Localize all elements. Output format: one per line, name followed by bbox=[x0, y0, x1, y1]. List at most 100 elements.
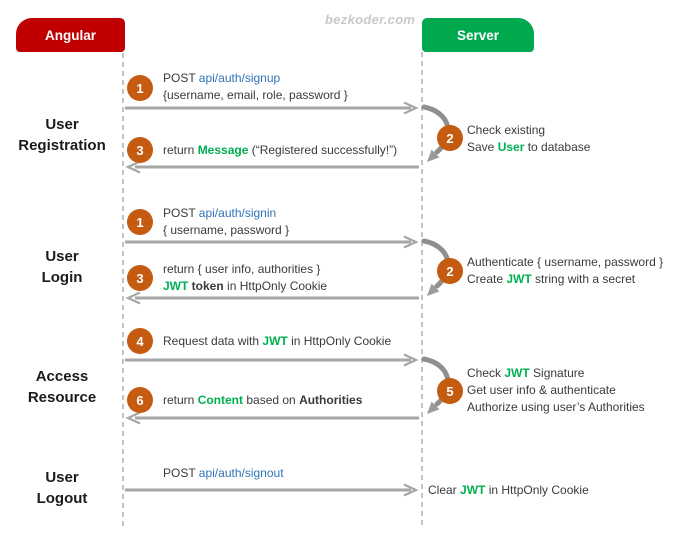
step-badge: 3 bbox=[127, 265, 153, 291]
text-segment: based on bbox=[243, 393, 300, 407]
section-label-line: Login bbox=[41, 269, 83, 286]
lifeline-server bbox=[421, 52, 423, 526]
text-segment: JWT bbox=[163, 279, 189, 293]
section-label-user-registration: User Registration bbox=[4, 114, 120, 156]
message-logout-server: Clear JWT in HttpOnly Cookie bbox=[428, 482, 589, 499]
message-line: POST api/auth/signin bbox=[163, 205, 289, 222]
text-segment: in HttpOnly Cookie bbox=[287, 334, 392, 348]
message-access-request: Request data with JWT in HttpOnly Cookie bbox=[163, 333, 391, 350]
text-segment: return bbox=[163, 393, 198, 407]
step-badge: 5 bbox=[437, 378, 463, 404]
message-line: POST api/auth/signup bbox=[163, 70, 348, 87]
step-badge: 4 bbox=[127, 328, 153, 354]
text-segment: Create bbox=[467, 272, 507, 286]
text-segment: Message bbox=[197, 143, 249, 157]
message-line: Check existing bbox=[467, 122, 590, 139]
arrow-left-icon bbox=[125, 411, 419, 425]
message-line: {username, email, role, password } bbox=[163, 87, 348, 104]
message-line: Get user info & authenticate bbox=[467, 382, 645, 399]
arrow-right-icon bbox=[125, 483, 419, 497]
arrow-left-icon bbox=[125, 160, 419, 174]
message-line: { username, password } bbox=[163, 222, 289, 239]
message-reg-request: POST api/auth/signup {username, email, r… bbox=[163, 70, 348, 104]
arrow-right-icon bbox=[125, 235, 419, 249]
text-segment: to database bbox=[524, 140, 591, 154]
section-label-line: Resource bbox=[27, 389, 97, 406]
text-segment: string with a secret bbox=[531, 272, 636, 286]
lifeline-angular bbox=[122, 53, 124, 526]
text-segment: Clear bbox=[428, 483, 461, 497]
text-segment: in HttpOnly Cookie bbox=[223, 279, 328, 293]
message-line: Authenticate { username, password } bbox=[467, 254, 663, 271]
text-segment: return { user info, authorities } bbox=[163, 262, 321, 276]
message-login-request: POST api/auth/signin { username, passwor… bbox=[163, 205, 289, 239]
text-segment: JWT bbox=[506, 272, 532, 286]
text-segment: api/auth/signout bbox=[198, 466, 284, 480]
text-segment: api/auth/signup bbox=[198, 71, 281, 85]
message-line: Create JWT string with a secret bbox=[467, 271, 663, 288]
text-segment: Authenticate { username, password } bbox=[467, 255, 664, 269]
message-access-response: return Content based on Authorities bbox=[163, 392, 362, 409]
text-segment: JWT bbox=[262, 334, 288, 348]
text-segment: POST bbox=[163, 206, 199, 220]
message-line: Clear JWT in HttpOnly Cookie bbox=[428, 482, 589, 499]
text-segment: Signature bbox=[529, 366, 585, 380]
arrow-left-icon bbox=[125, 291, 419, 305]
section-label-line: Logout bbox=[36, 490, 88, 507]
message-line: Save User to database bbox=[467, 139, 590, 156]
message-line: return Message (“Registered successfully… bbox=[163, 142, 397, 159]
message-reg-server: Check existing Save User to database bbox=[467, 122, 590, 156]
actor-label-server: Server bbox=[456, 27, 500, 43]
actor-box-server: Server bbox=[422, 18, 534, 52]
arrow-right-icon bbox=[125, 353, 419, 367]
text-segment: JWT bbox=[504, 366, 530, 380]
message-line: return Content based on Authorities bbox=[163, 392, 362, 409]
section-label-user-login: User Login bbox=[4, 246, 120, 288]
section-label-line: User bbox=[45, 469, 79, 486]
message-line: Check JWT Signature bbox=[467, 365, 645, 382]
section-label-line: Registration bbox=[18, 137, 106, 154]
text-segment: Authorize using user’s Authorities bbox=[467, 400, 645, 414]
message-line: POST api/auth/signout bbox=[163, 465, 284, 482]
step-badge: 2 bbox=[437, 125, 463, 151]
text-segment: POST bbox=[163, 466, 199, 480]
text-segment: return bbox=[163, 143, 198, 157]
section-label-access-resource: Access Resource bbox=[4, 366, 120, 408]
message-line: Request data with JWT in HttpOnly Cookie bbox=[163, 333, 391, 350]
message-line: Authorize using user’s Authorities bbox=[467, 399, 645, 416]
section-label-line: User bbox=[45, 116, 79, 133]
message-access-server: Check JWT Signature Get user info & auth… bbox=[467, 365, 645, 416]
section-label-line: Access bbox=[35, 368, 89, 385]
text-segment: { username, password } bbox=[163, 223, 290, 237]
text-segment: Content bbox=[197, 393, 244, 407]
text-segment: (“Registered successfully!”) bbox=[248, 143, 398, 157]
actor-label-angular: Angular bbox=[44, 27, 96, 43]
text-segment: Request data with bbox=[163, 334, 263, 348]
arrow-right-icon bbox=[125, 101, 419, 115]
message-logout-request: POST api/auth/signout bbox=[163, 465, 284, 482]
text-segment: POST bbox=[163, 71, 199, 85]
step-badge: 2 bbox=[437, 258, 463, 284]
text-segment: Get user info & authenticate bbox=[467, 383, 616, 397]
text-segment: in HttpOnly Cookie bbox=[485, 483, 589, 497]
actor-box-angular: Angular bbox=[16, 18, 125, 52]
step-badge: 1 bbox=[127, 75, 153, 101]
text-segment: JWT bbox=[460, 483, 486, 497]
message-login-response: return { user info, authorities } JWT to… bbox=[163, 261, 327, 295]
section-label-user-logout: User Logout bbox=[4, 467, 120, 509]
step-badge: 1 bbox=[127, 209, 153, 235]
text-segment: User bbox=[497, 140, 525, 154]
message-login-server: Authenticate { username, password } Crea… bbox=[467, 254, 663, 288]
message-line: return { user info, authorities } bbox=[163, 261, 327, 278]
text-segment: Authorities bbox=[299, 393, 363, 407]
section-label-line: User bbox=[45, 248, 79, 265]
watermark: bezkoder.com bbox=[325, 12, 416, 27]
text-segment: api/auth/signin bbox=[198, 206, 277, 220]
step-badge: 3 bbox=[127, 137, 153, 163]
message-reg-response: return Message (“Registered successfully… bbox=[163, 142, 397, 159]
text-segment: Check bbox=[467, 366, 505, 380]
text-segment: token bbox=[188, 279, 224, 293]
text-segment: Check existing bbox=[467, 123, 546, 137]
text-segment: {username, email, role, password } bbox=[163, 88, 348, 102]
message-line: JWT token in HttpOnly Cookie bbox=[163, 278, 327, 295]
